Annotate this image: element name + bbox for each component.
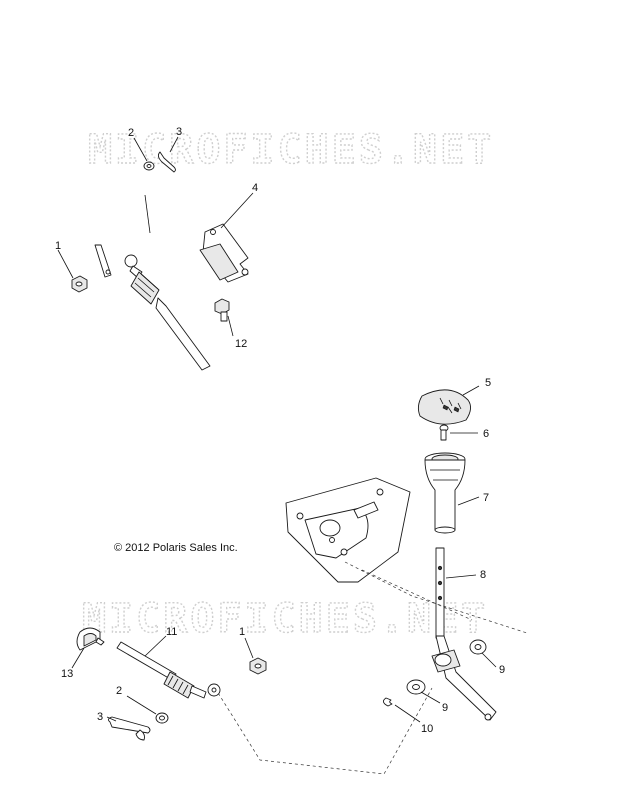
nut-upper [71,275,88,293]
shift-boot [424,452,466,534]
nut-lower [249,657,267,675]
cable-clamp [76,627,105,651]
bracket-upper [199,223,249,283]
washer-lower [155,712,169,724]
callout-5: 5 [485,377,491,389]
cable-lower [116,641,221,699]
callout-12: 12 [235,338,247,350]
lower-assembly [71,627,267,741]
callout-1-lower: 1 [239,626,245,638]
callout-7: 7 [483,492,489,504]
callout-2-lower: 2 [116,685,122,697]
cable-upper [124,254,211,371]
shift-knob [417,389,471,425]
cotter-pin-upper [157,151,176,173]
washer-upper [143,161,155,171]
callout-13: 13 [61,668,73,680]
callout-3-upper: 3 [176,126,182,138]
callout-3-lower: 3 [97,711,103,723]
retaining-clip [383,697,393,707]
copyright-notice: © 2012 Polaris Sales Inc. [114,542,238,554]
callout-10: 10 [421,723,433,735]
callout-4: 4 [252,182,258,194]
callout-9-left: 9 [442,702,448,714]
shift-lever [431,547,497,721]
callout-2-upper: 2 [128,127,134,139]
callout-9-right: 9 [499,664,505,676]
callout-11: 11 [166,626,177,638]
callout-6: 6 [483,428,489,440]
bolt-upper [214,298,230,322]
callout-8: 8 [480,569,486,581]
upper-assembly [57,136,254,371]
bushing-right [469,639,487,655]
screw [439,424,449,441]
callout-1-upper: 1 [55,240,61,252]
bushing-left [406,679,426,695]
cotter-pin-lower [107,716,151,741]
mounting-plate [285,477,411,583]
watermark-bottom: MICROFICHES.NET [82,596,488,642]
watermark-top: MICROFICHES.NET [88,127,494,173]
shifter-assembly [214,385,528,775]
